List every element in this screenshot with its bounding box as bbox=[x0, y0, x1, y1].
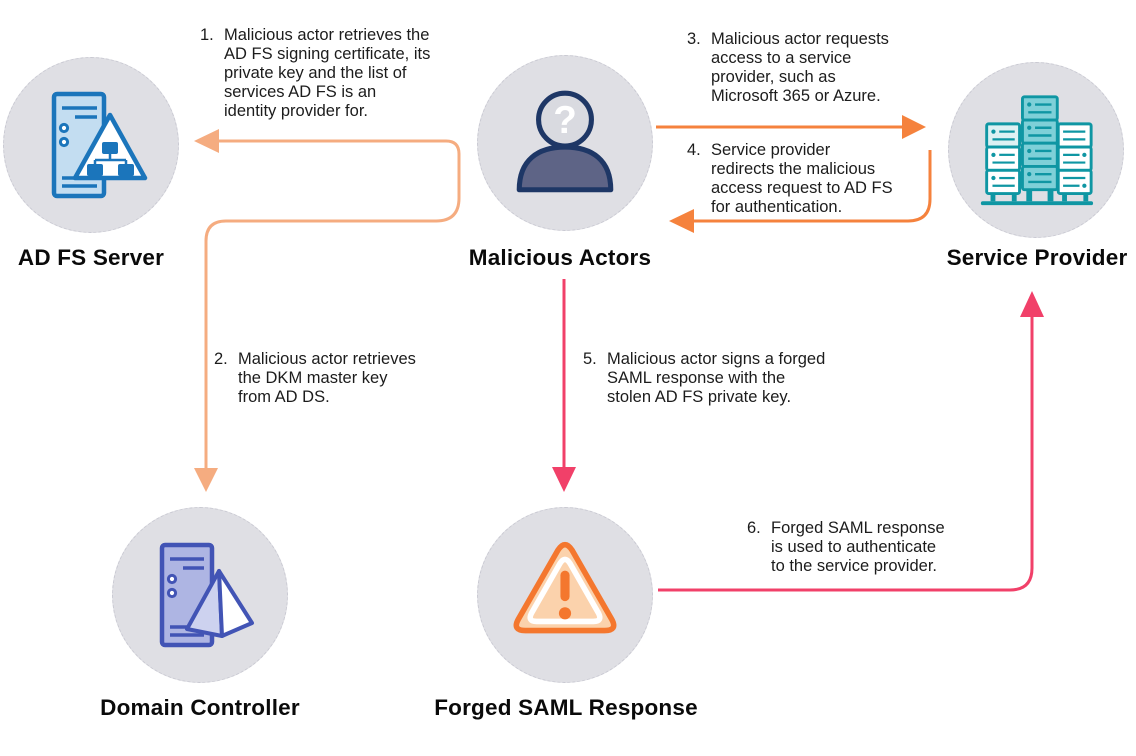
step-2-text: Malicious actor retrieves the DKM master… bbox=[238, 350, 416, 406]
arrow-step2-head-icon bbox=[194, 468, 218, 492]
node-domain-controller bbox=[112, 507, 288, 683]
step-3-number: 3. bbox=[687, 30, 701, 48]
arrow-step6-path bbox=[658, 317, 1034, 592]
node-service-provider bbox=[948, 62, 1124, 238]
label-forged-saml-response: Forged SAML Response bbox=[434, 695, 698, 720]
malicious-actor-icon: ? bbox=[516, 90, 614, 193]
step-6-number: 6. bbox=[747, 519, 761, 537]
arrow-step1-step2-path bbox=[204, 139, 461, 470]
adfs-server-icon bbox=[51, 91, 148, 199]
step-5-annotation: 5. Malicious actor signs a forged SAML r… bbox=[583, 350, 825, 407]
label-adfs-server: AD FS Server bbox=[17, 245, 165, 270]
step-5-number: 5. bbox=[583, 350, 597, 368]
arrow-step3-head-icon bbox=[902, 115, 926, 139]
step-3-text: Malicious actor requests access to a ser… bbox=[711, 30, 889, 105]
server-rack-icon bbox=[980, 95, 1094, 206]
step-2-number: 2. bbox=[214, 350, 228, 368]
node-malicious-actors: ? bbox=[477, 55, 653, 231]
label-malicious-actors: Malicious Actors bbox=[468, 245, 652, 270]
step-1-annotation: 1. Malicious actor retrieves the AD FS s… bbox=[200, 26, 430, 121]
step-5-text: Malicious actor signs a forged SAML resp… bbox=[607, 350, 826, 406]
arrow-step4-head-icon bbox=[669, 209, 694, 233]
step-6-annotation: 6. Forged SAML response is used to authe… bbox=[747, 519, 945, 576]
step-1-number: 1. bbox=[200, 26, 214, 44]
arrow-step1-head-icon bbox=[194, 129, 219, 153]
arrow-step6-head-icon bbox=[1020, 291, 1044, 317]
step-4-number: 4. bbox=[687, 141, 701, 159]
step-3-annotation: 3. Malicious actor requests access to a … bbox=[687, 30, 889, 106]
step-1-text: Malicious actor retrieves the AD FS sign… bbox=[224, 26, 431, 120]
node-forged-saml-response bbox=[477, 507, 653, 683]
arrow-step5-head-icon bbox=[552, 467, 576, 492]
step-4-text: Service provider redirects the malicious… bbox=[711, 141, 893, 216]
step-4-annotation: 4. Service provider redirects the malici… bbox=[687, 141, 893, 217]
label-domain-controller: Domain Controller bbox=[100, 695, 300, 720]
question-mark-glyph: ? bbox=[553, 99, 577, 142]
domain-controller-icon bbox=[159, 542, 254, 648]
warning-triangle-icon bbox=[513, 541, 617, 634]
node-adfs-server bbox=[3, 57, 179, 233]
step-6-text: Forged SAML response is used to authenti… bbox=[771, 519, 945, 575]
label-service-provider: Service Provider bbox=[946, 245, 1128, 270]
arrow-step4-path bbox=[694, 150, 932, 223]
step-2-annotation: 2. Malicious actor retrieves the DKM mas… bbox=[214, 350, 416, 407]
